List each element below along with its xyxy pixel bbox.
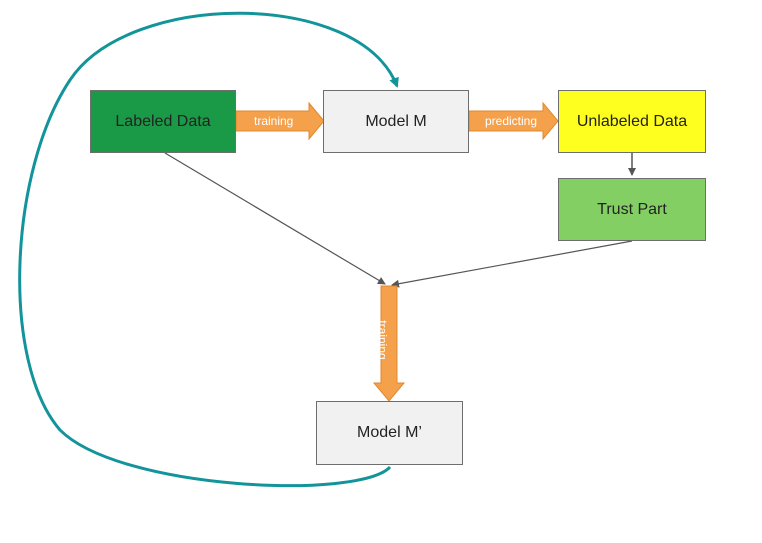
model-m-prime-label: Model M’: [357, 424, 422, 441]
labeled-to-merge-arrow: [164, 152, 386, 285]
training-label-vertical: training: [375, 320, 390, 360]
predicting-label: predicting: [485, 114, 538, 128]
feedback-loop-arrow: [18, 11, 399, 488]
training-label-horizontal: training: [254, 114, 294, 128]
training-arrow-vertical: [372, 285, 406, 402]
trust-part-node: Trust Part: [558, 178, 706, 241]
model-m-prime-node: Model M’: [316, 401, 463, 465]
training-arrow-horizontal: [235, 101, 325, 141]
model-m-label: Model M: [365, 112, 427, 130]
unlabeled-data-label: Unlabeled Data: [576, 112, 688, 130]
unlabeled-data-node: Unlabeled Data: [558, 90, 706, 153]
labeled-data-node: Labeled Data: [90, 90, 236, 153]
trust-part-label: Trust Part: [597, 200, 667, 218]
labeled-data-label: Labeled Data: [115, 112, 211, 130]
predicting-arrow: [468, 101, 559, 141]
trust-to-merge-arrow: [391, 240, 633, 288]
model-m-node: Model M: [323, 90, 469, 153]
